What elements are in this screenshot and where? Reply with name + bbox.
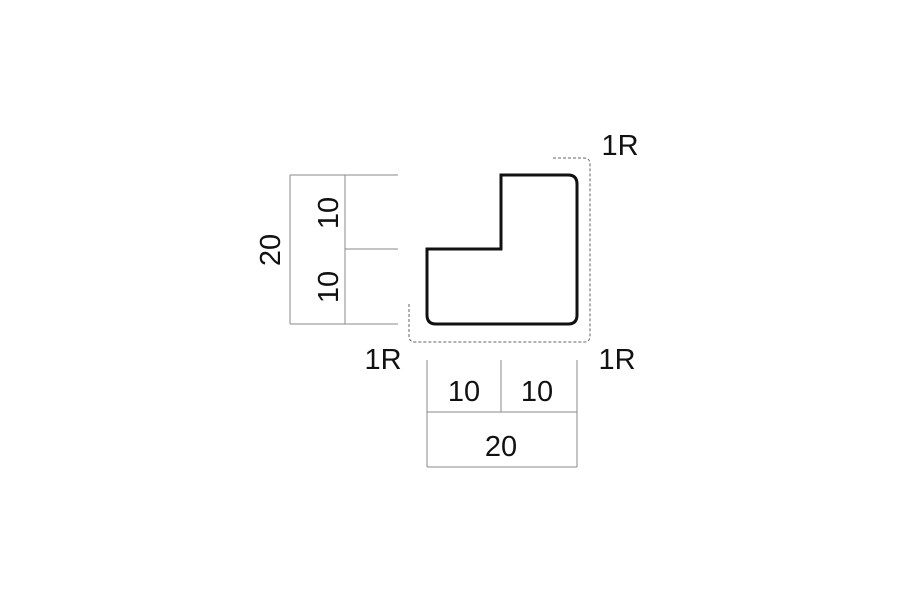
- l-shape-outline: [425, 173, 579, 326]
- bottom-total-label: 20: [485, 431, 517, 463]
- bottom-dimension-lines: [426, 360, 578, 468]
- left-total-label: 20: [255, 234, 287, 266]
- radius-label-bottom-left: 1R: [364, 344, 401, 376]
- left-upper-label: 10: [313, 197, 345, 229]
- bottom-right-label: 10: [521, 376, 553, 408]
- radius-label-bottom-right: 1R: [598, 344, 635, 376]
- left-dimension-lines: [289, 174, 398, 325]
- radius-label-top-right: 1R: [601, 130, 638, 162]
- bottom-left-label: 10: [448, 376, 480, 408]
- left-lower-label: 10: [313, 271, 345, 303]
- dashed-radius-outline: [408, 157, 591, 343]
